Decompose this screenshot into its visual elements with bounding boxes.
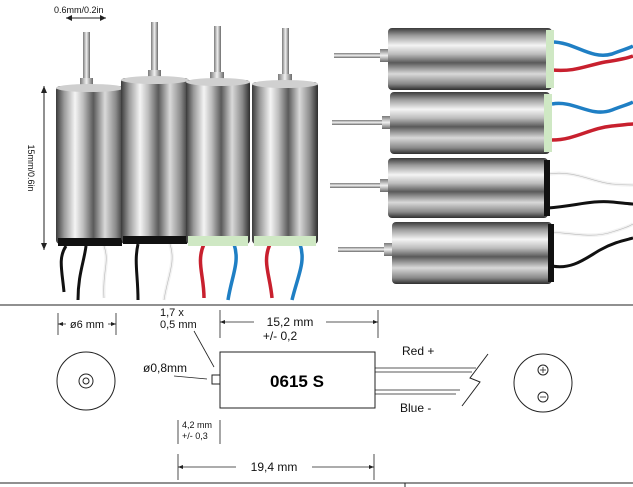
height-label: 15mm/0.6in <box>26 144 36 191</box>
wire-red-label: Red + <box>402 344 434 358</box>
vertical-motor-4 <box>252 28 318 301</box>
shaft-diameter-label: ø0,8mm <box>143 361 187 375</box>
shaft-length-label-line1: 4,2 mm <box>182 420 212 430</box>
horizontal-motor-1 <box>334 28 633 90</box>
horizontal-motor-3 <box>330 158 633 218</box>
total-length-label: 19,4 mm <box>251 460 298 474</box>
horizontal-motor-4 <box>338 222 633 284</box>
height-dimension: 15mm/0.6in <box>26 86 47 250</box>
shaft-width-label: 0.6mm/0.2in <box>54 5 104 15</box>
shaft-length-label-line2: +/- 0,3 <box>182 431 208 441</box>
model-label: 0615 S <box>270 372 324 391</box>
body-length-dimension: 15,2 mm +/- 0,2 <box>219 310 379 343</box>
wire-blue-label: Blue - <box>400 401 431 415</box>
end-view-shaft-side <box>56 351 116 411</box>
shaft-width-dimension: 0.6mm/0.2in <box>54 5 106 21</box>
horizontal-motor-2 <box>332 92 633 154</box>
vertical-motor-3 <box>186 26 250 301</box>
motor-side-view: 0615 S Red + Blue - <box>211 344 489 415</box>
vertical-motor-2 <box>121 22 189 301</box>
body-diameter-dimension: ø6 mm <box>57 313 117 335</box>
vertical-motor-1 <box>56 32 124 301</box>
body-diameter-label: ø6 mm <box>70 319 104 331</box>
shoulder-label-line1: 1,7 x <box>160 307 184 319</box>
shoulder-label-line2: 0,5 mm <box>160 319 197 331</box>
shoulder-dimension: 1,7 x 0,5 mm <box>160 307 215 368</box>
body-length-tolerance: +/- 0,2 <box>263 329 298 343</box>
shaft-diameter-dimension: ø0,8mm <box>143 361 208 380</box>
end-view-wire-side <box>513 353 573 413</box>
shaft-length-dimension: 4,2 mm +/- 0,3 <box>177 420 221 444</box>
total-length-dimension: 19,4 mm <box>177 454 375 480</box>
motor-photo: 0.6mm/0.2in 15mm/0.6in <box>26 5 633 301</box>
body-length-label: 15,2 mm <box>267 315 314 329</box>
